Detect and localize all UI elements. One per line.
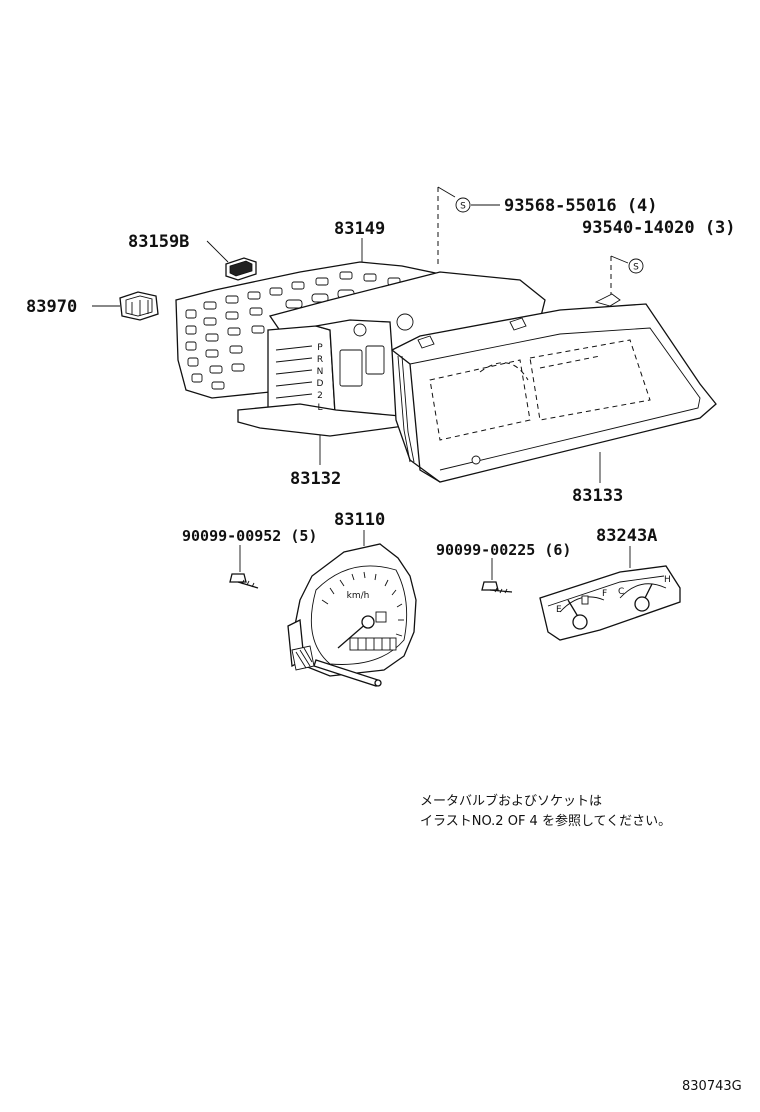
socket-83970[interactable] bbox=[119, 291, 159, 321]
screw-90099-00225[interactable] bbox=[481, 581, 513, 594]
connector-83159B[interactable] bbox=[225, 257, 257, 281]
shift-indicator: P R N D 2 L bbox=[317, 343, 324, 413]
svg-text:P: P bbox=[317, 343, 323, 353]
svg-text:S: S bbox=[633, 263, 639, 273]
part-label-83110[interactable]: 83110 bbox=[334, 510, 385, 530]
part-label-83133[interactable]: 83133 bbox=[572, 486, 623, 506]
fuel-pump-icon bbox=[581, 595, 589, 605]
part-label-93568-55016[interactable]: 93568-55016 (4) bbox=[504, 196, 658, 216]
speed-unit-label: km/h bbox=[347, 591, 370, 601]
note-line-1: メータバルブおよびソケットは bbox=[420, 793, 602, 809]
part-label-83149[interactable]: 83149 bbox=[334, 219, 385, 239]
part-labels: 93568-55016 (4) 93540-14020 (3) 83149 83… bbox=[26, 196, 736, 559]
fuel-temp-gauge-83243A[interactable]: E F C H bbox=[539, 565, 681, 641]
part-label-83132[interactable]: 83132 bbox=[290, 469, 341, 489]
leader-lines bbox=[92, 186, 631, 580]
part-label-93540-14020[interactable]: 93540-14020 (3) bbox=[582, 218, 736, 238]
part-label-83970[interactable]: 83970 bbox=[26, 297, 77, 317]
screw-90099-00952[interactable] bbox=[229, 573, 259, 589]
temp-cold-label: C bbox=[618, 587, 624, 597]
svg-text:R: R bbox=[317, 355, 323, 365]
svg-text:L: L bbox=[317, 403, 322, 413]
fuel-full-label: F bbox=[602, 589, 607, 599]
drawing-number: 830743G bbox=[682, 1079, 742, 1094]
temp-hot-label: H bbox=[664, 575, 671, 585]
svg-text:D: D bbox=[317, 379, 324, 389]
svg-text:2: 2 bbox=[317, 391, 323, 401]
meter-glass-83133[interactable] bbox=[391, 293, 717, 483]
speedometer-83110[interactable]: km/h bbox=[287, 543, 417, 687]
svg-text:S: S bbox=[460, 202, 466, 212]
fuel-empty-label: E bbox=[556, 605, 562, 615]
note-line-2: イラストNO.2 OF 4 を参照してください。 bbox=[420, 813, 671, 829]
meter-case-83132[interactable] bbox=[237, 271, 546, 437]
screw-symbol-icon: S bbox=[455, 197, 471, 213]
part-label-90099-00952[interactable]: 90099-00952 (5) bbox=[182, 527, 317, 545]
part-label-90099-00225[interactable]: 90099-00225 (6) bbox=[436, 541, 571, 559]
reference-note: メータバルブおよびソケットは イラストNO.2 OF 4 を参照してください。 bbox=[420, 793, 671, 829]
svg-text:N: N bbox=[317, 367, 324, 377]
part-label-83243A[interactable]: 83243A bbox=[596, 526, 657, 546]
screw-symbol-icon: S bbox=[628, 258, 644, 274]
part-label-83159B[interactable]: 83159B bbox=[128, 232, 189, 252]
